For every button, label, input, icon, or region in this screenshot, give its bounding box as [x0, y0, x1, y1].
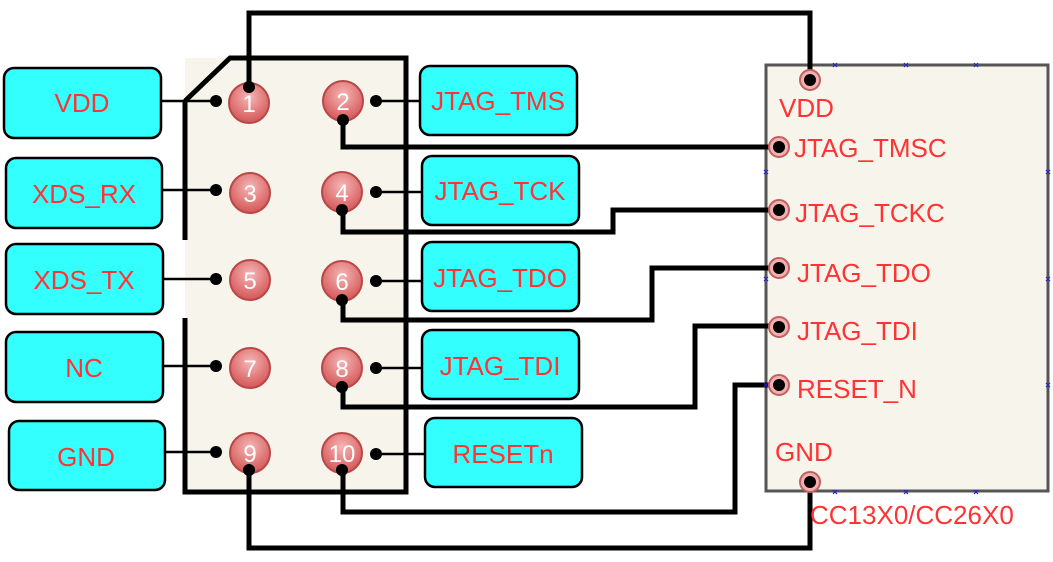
label-box-xds-rx: XDS_RX: [4, 156, 222, 230]
pin-6: 6: [321, 260, 363, 306]
chip-pin-gnd: GND: [775, 437, 833, 493]
chip-label-tdi: JTAG_TDI: [797, 316, 918, 346]
label-nc: NC: [65, 353, 103, 383]
label-jtag-tdo: JTAG_TDO: [433, 263, 567, 293]
connector-body: [182, 55, 409, 495]
label-box-gnd: GND: [7, 419, 222, 492]
pin-2: 2: [322, 80, 364, 126]
wire-reset: [340, 382, 778, 515]
label-jtag-tdi: JTAG_TDI: [440, 351, 561, 381]
chip-pin-tmsc: JTAG_TMSC: [768, 133, 947, 163]
pin-8: 8: [321, 347, 363, 393]
chip-label-reset: RESET_N: [797, 374, 917, 404]
svg-text:5: 5: [243, 268, 256, 295]
svg-text:1: 1: [242, 91, 255, 118]
svg-text:7: 7: [243, 356, 256, 383]
pin-4: 4: [321, 171, 363, 216]
label-resetn: RESETn: [452, 439, 553, 469]
svg-text:10: 10: [329, 441, 356, 468]
svg-text:8: 8: [335, 356, 348, 383]
wire-tckc: [340, 193, 778, 235]
pin-5: 5: [229, 259, 271, 301]
svg-text:4: 4: [335, 180, 348, 207]
wire-gnd: [246, 453, 813, 551]
label-box-jtag-tck: JTAG_TCK: [370, 154, 581, 227]
connector-pins: 1 2 3 4 5 6 7: [228, 80, 364, 476]
label-xds-rx: XDS_RX: [32, 179, 136, 209]
chip-label-tmsc: JTAG_TMSC: [794, 133, 947, 163]
pin-1: 1: [228, 81, 270, 124]
chip-body: [764, 63, 1050, 493]
pin-7: 7: [229, 347, 271, 389]
pin-10: 10: [321, 432, 363, 476]
wire-tmsc: [340, 120, 778, 150]
svg-text:9: 9: [243, 441, 256, 468]
wires: [246, 10, 813, 551]
chip-label-vdd: VDD: [779, 93, 834, 123]
pin-3: 3: [229, 172, 271, 214]
chip-pins: VDD JTAG_TMSC JTAG_TCKC JTAG_TDO JTAG_TD…: [768, 69, 1014, 530]
chip-pin-vdd: VDD: [779, 69, 834, 123]
label-jtag-tck: JTAG_TCK: [435, 176, 567, 206]
wire-vdd: [246, 10, 813, 103]
label-box-vdd: VDD: [2, 66, 222, 140]
chip-pin-reset: RESET_N: [768, 374, 917, 404]
chip-label-tckc: JTAG_TCKC: [795, 198, 945, 228]
right-labels: JTAG_TMS JTAG_TCK JTAG_TDO JTAG_TDI RESE…: [370, 64, 584, 489]
chip-border-markers: [763, 62, 1051, 495]
label-box-jtag-tms: JTAG_TMS: [370, 64, 579, 137]
label-box-jtag-tdi: JTAG_TDI: [370, 328, 581, 401]
label-gnd: GND: [57, 442, 115, 472]
label-box-resetn: RESETn: [370, 416, 584, 489]
chip-pin-tckc: JTAG_TCKC: [768, 198, 945, 228]
chip-label-gnd: GND: [775, 437, 833, 467]
label-jtag-tms: JTAG_TMS: [431, 86, 565, 116]
label-box-nc: NC: [4, 330, 222, 404]
pin-9: 9: [229, 432, 271, 476]
chip-label-tdo: JTAG_TDO: [797, 258, 931, 288]
label-box-jtag-tdo: JTAG_TDO: [370, 240, 581, 313]
svg-text:6: 6: [335, 269, 348, 296]
chip-pin-tdo: JTAG_TDO: [768, 257, 931, 288]
wire-tdo: [340, 265, 778, 323]
label-vdd: VDD: [55, 88, 110, 118]
label-box-xds-tx: XDS_TX: [4, 242, 222, 316]
chip-name: CC13X0/CC26X0: [810, 500, 1014, 530]
svg-text:3: 3: [243, 181, 256, 208]
svg-text:2: 2: [336, 89, 349, 116]
left-labels: VDD XDS_RX XDS_TX NC GND: [2, 66, 222, 492]
label-xds-tx: XDS_TX: [33, 265, 134, 295]
wire-tdi: [340, 323, 778, 410]
chip-pin-tdi: JTAG_TDI: [768, 316, 918, 346]
